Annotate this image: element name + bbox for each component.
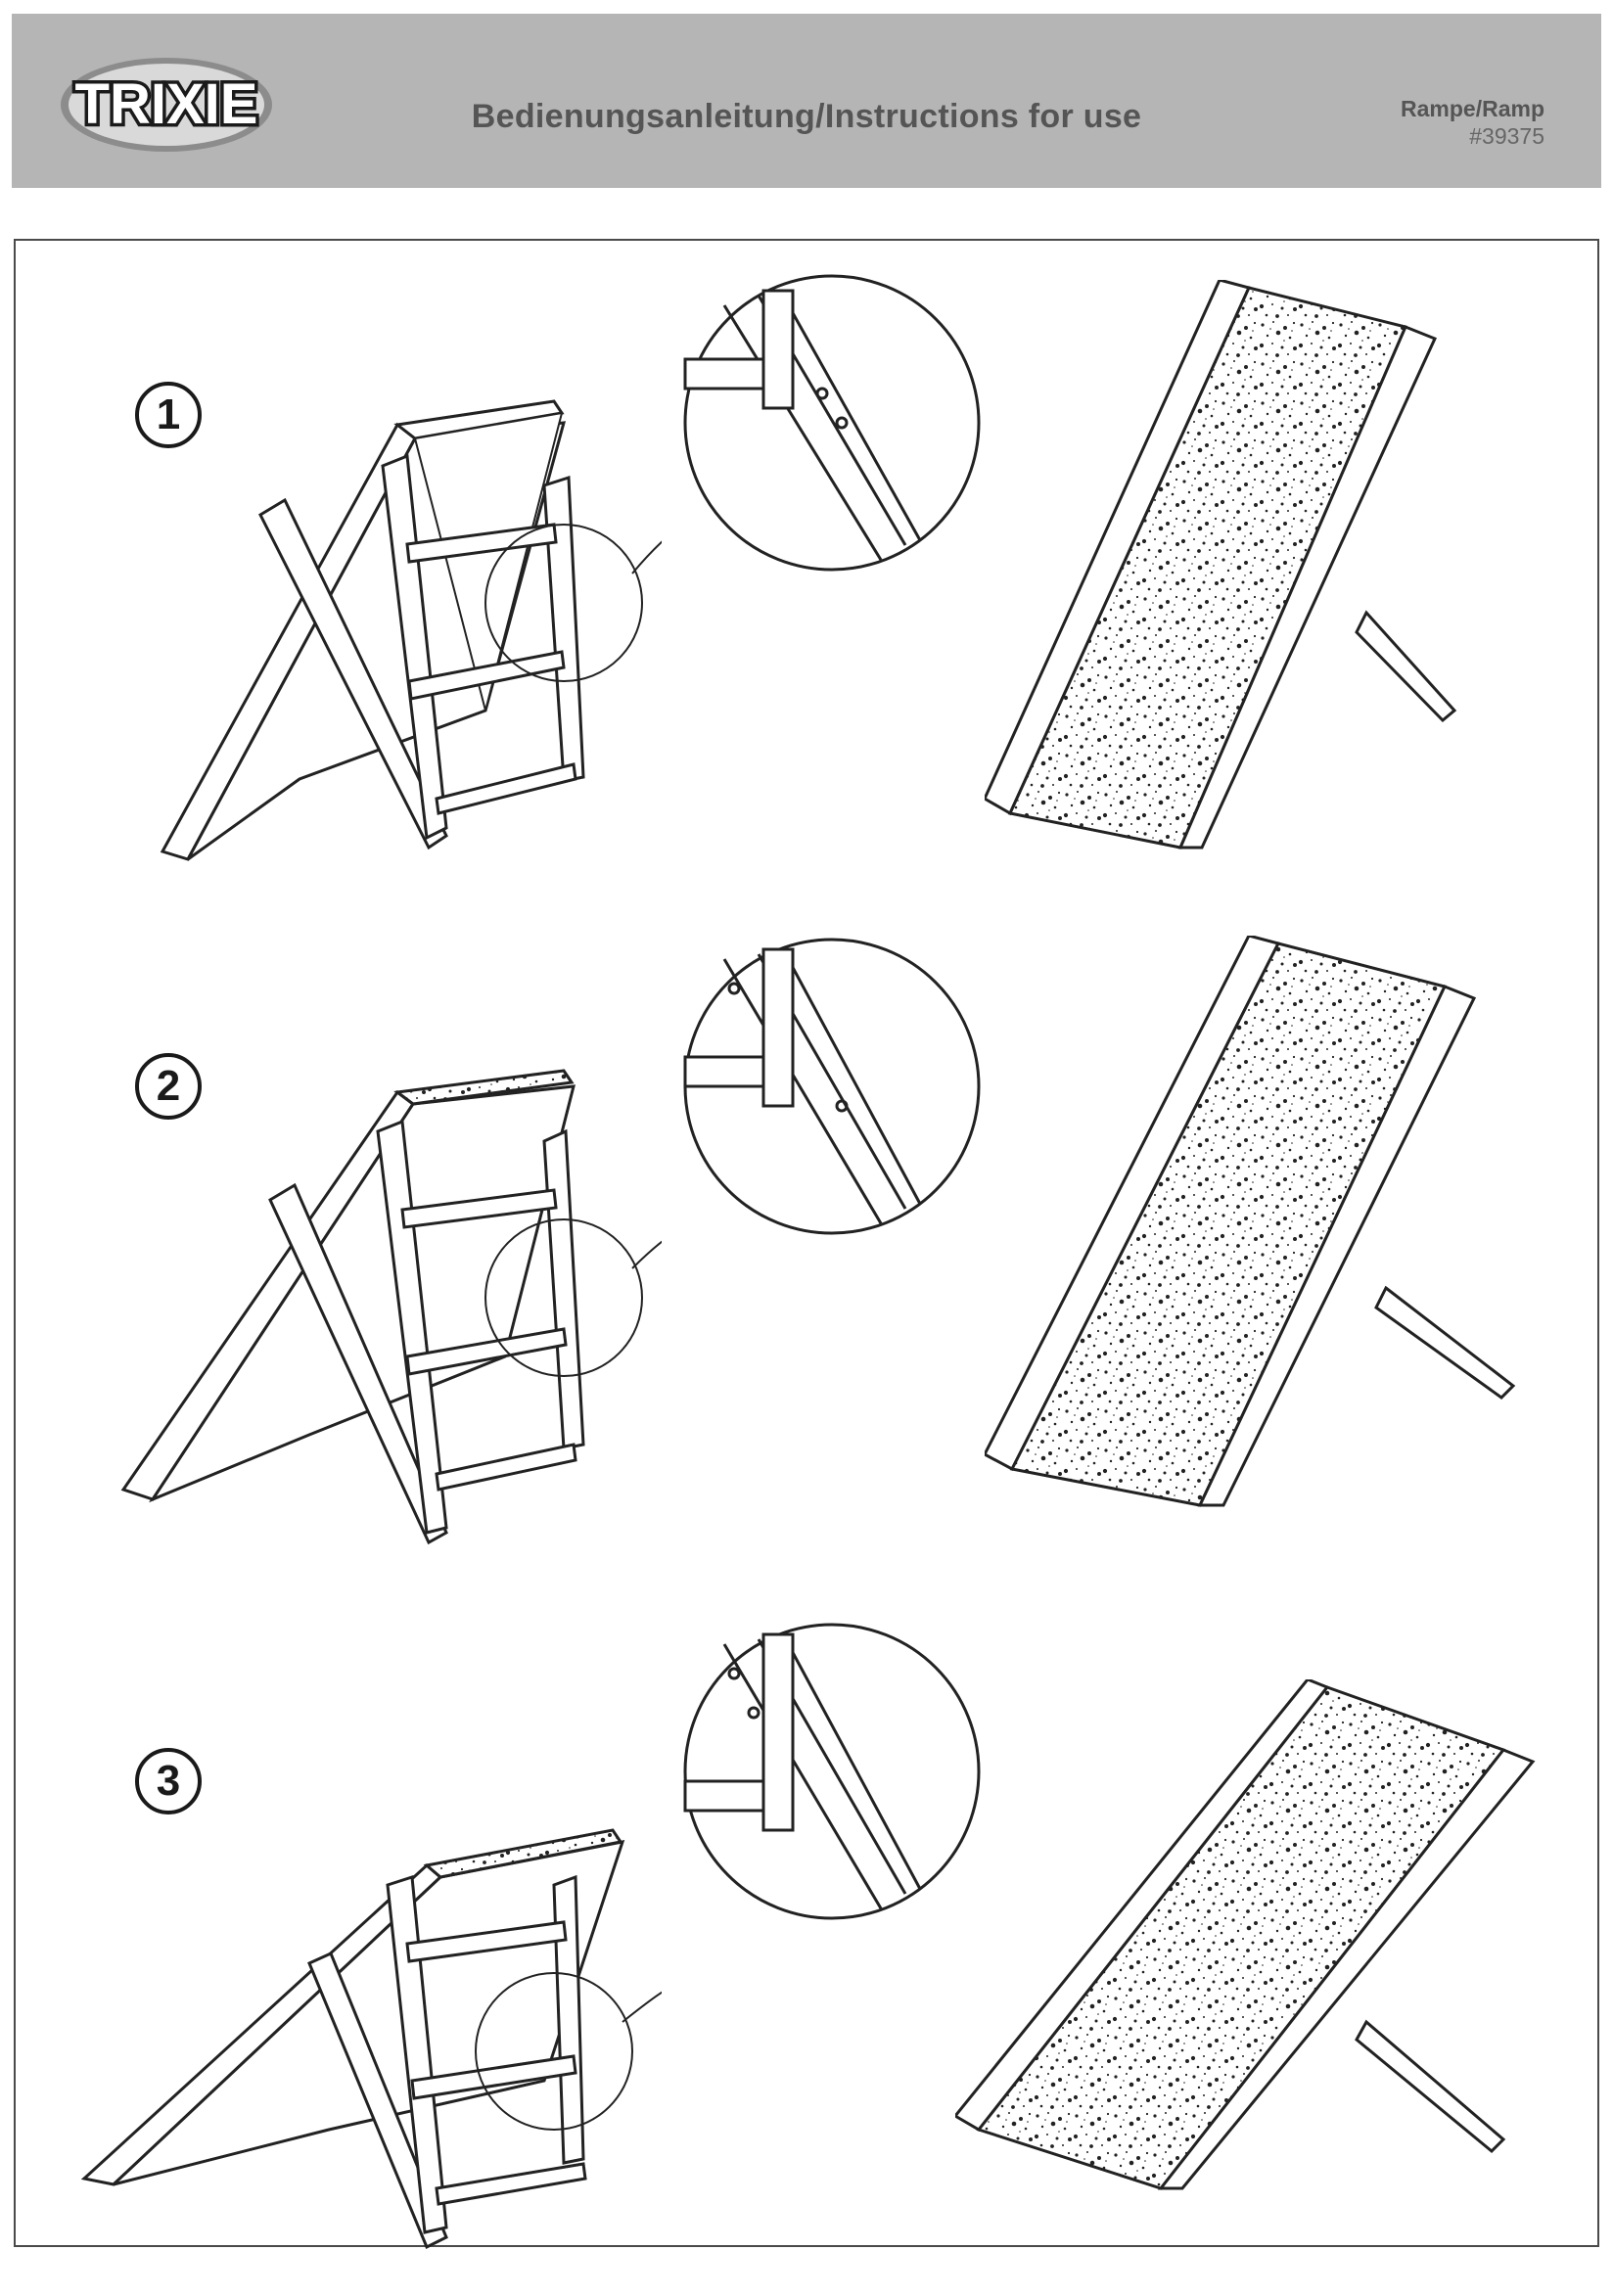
step-1: 1 [16,241,1601,926]
ramp-back-view [120,1069,662,1545]
step-3: 3 [16,1591,1601,2276]
header-bar: TRIXIE Bedienungsanleitung/Instructions … [12,14,1601,188]
step-number-3: 3 [135,1748,202,1814]
ramp-front-view [955,1679,1536,2190]
step-number-1: 1 [135,382,202,448]
ramp-back-view [80,1828,662,2250]
svg-text:TRIXIE: TRIXIE [75,72,258,136]
instruction-frame: 1 [14,239,1601,2250]
ramp-front-view [985,280,1457,850]
product-number: #39375 [1469,123,1544,149]
step-number-2: 2 [135,1053,202,1120]
page-title: Bedienungsanleitung/Instructions for use [471,98,1142,135]
trixie-logo: TRIXIE [61,58,272,152]
step-2: 2 [16,916,1601,1601]
product-name: Rampe/Ramp [1401,96,1544,121]
detail-magnifier [683,1623,981,1920]
ramp-front-view [985,936,1516,1507]
detail-magnifier [683,938,981,1235]
detail-magnifier [683,274,981,572]
ramp-back-view [160,399,662,861]
